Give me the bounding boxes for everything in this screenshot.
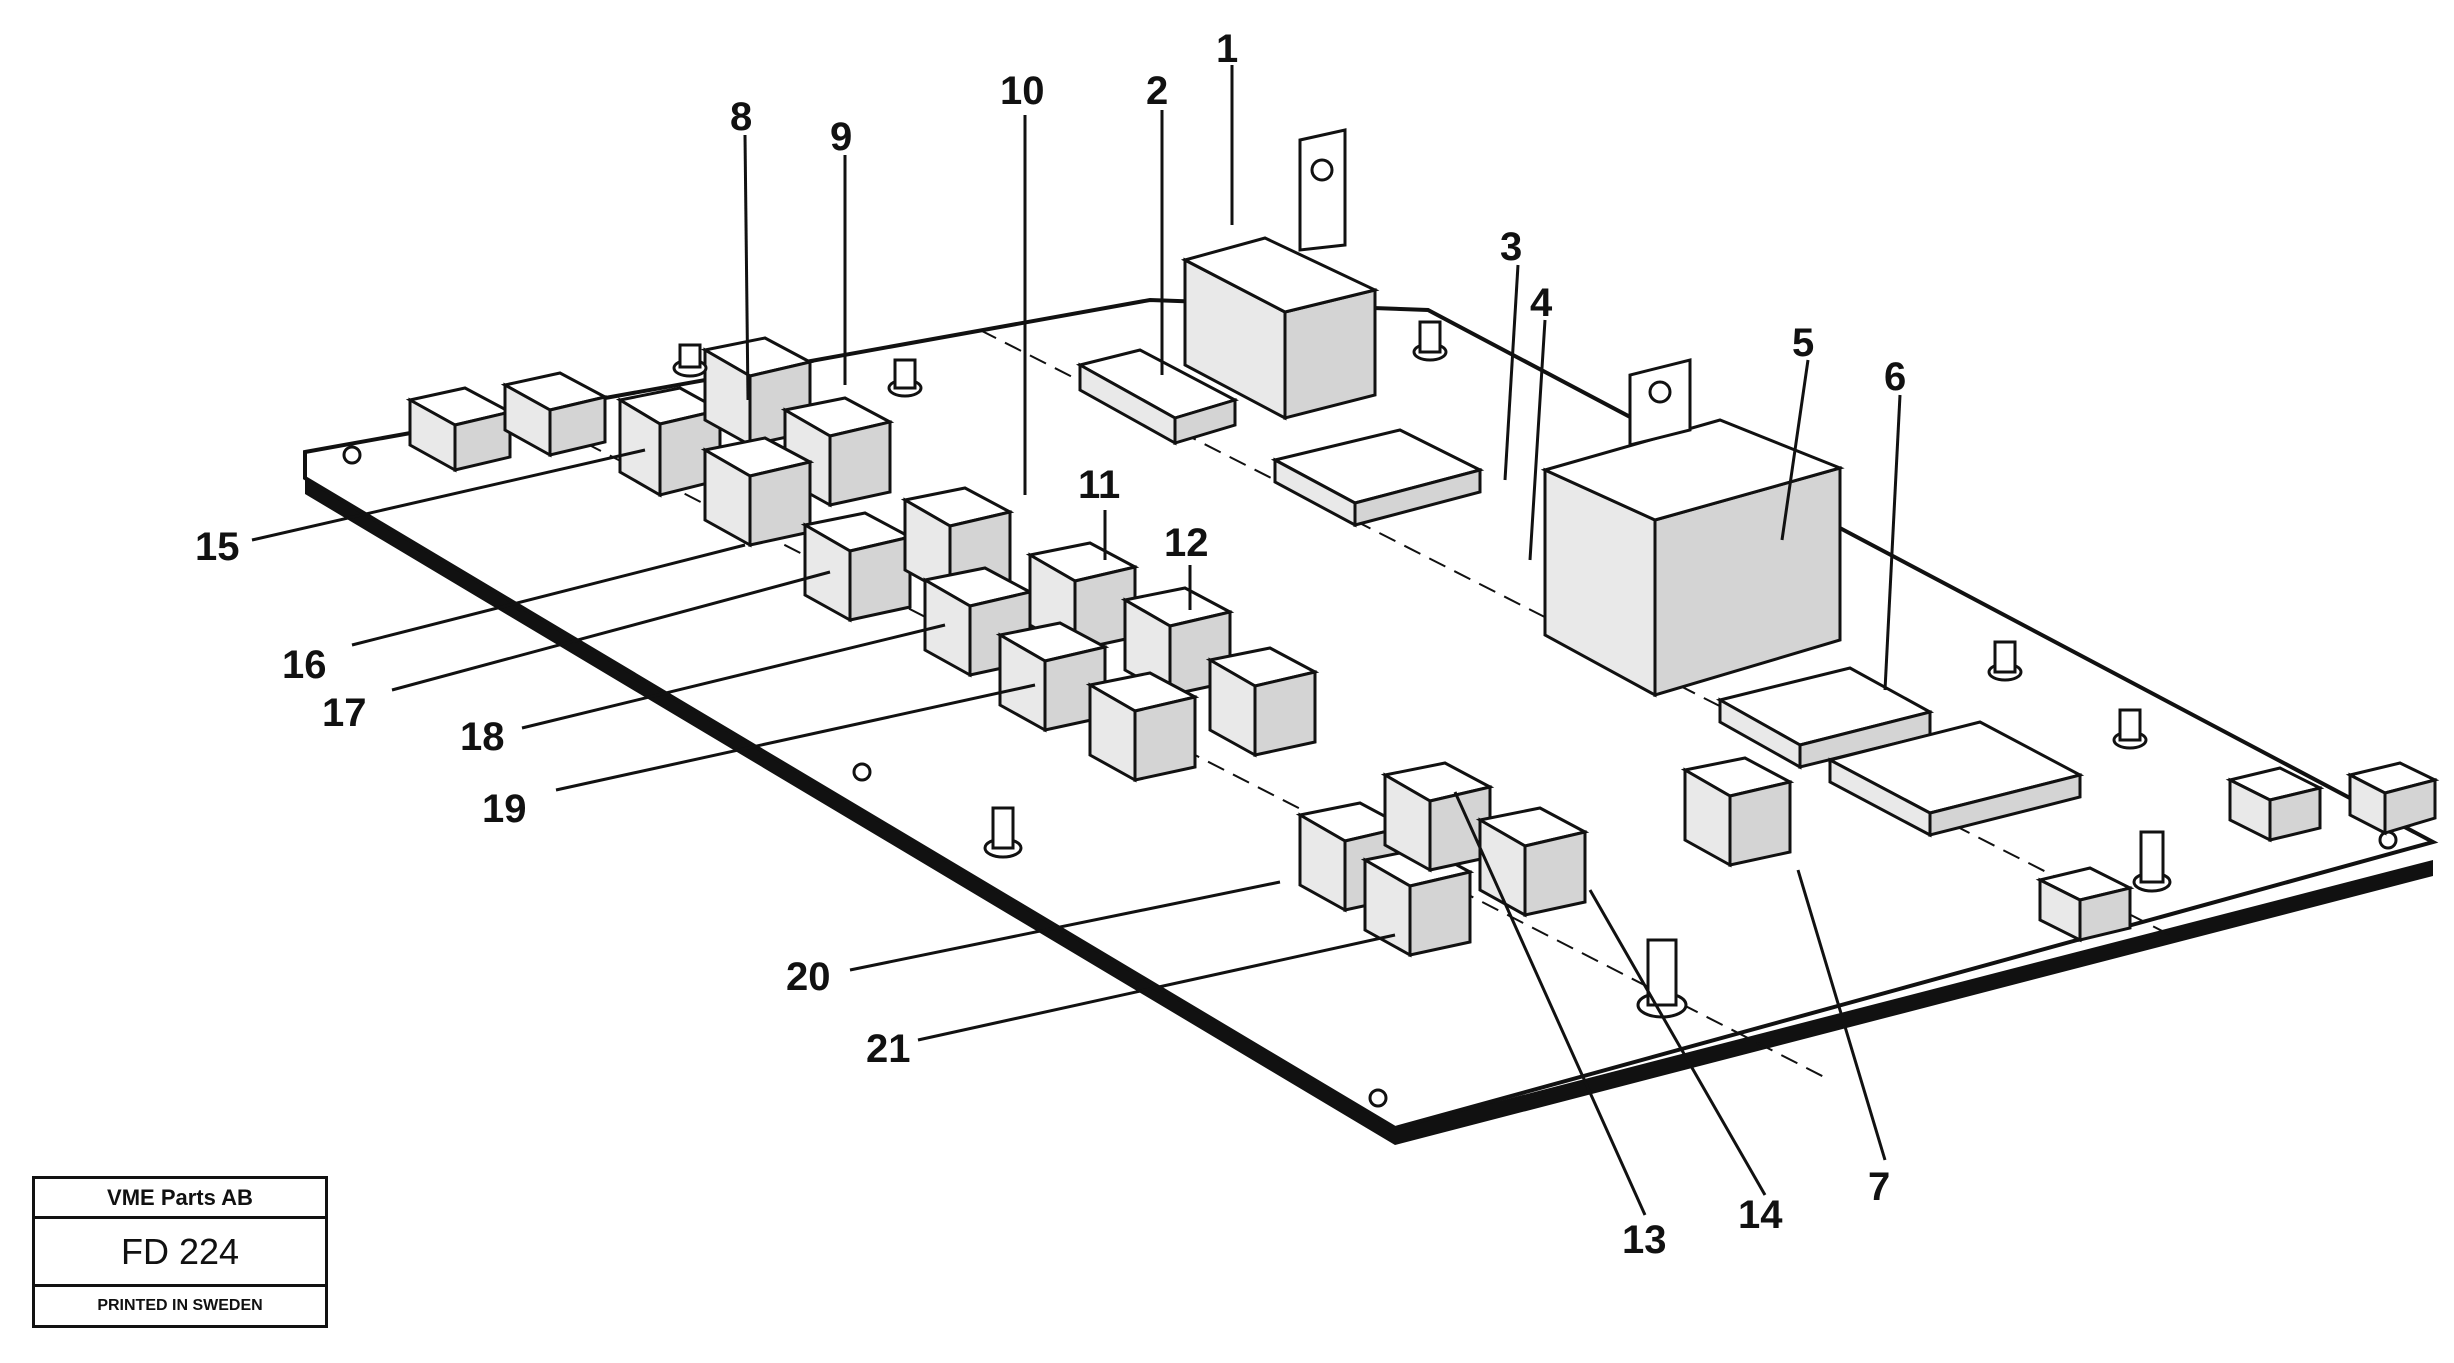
callout-14: 14 [1738, 1193, 1783, 1237]
relay-cube [1380, 761, 1495, 873]
bolt [2132, 830, 2172, 893]
callout-3: 3 [1500, 225, 1522, 269]
fuse-cube [2225, 766, 2325, 843]
mount-hole [1368, 1088, 1388, 1108]
relay-cube [405, 386, 515, 473]
mount-hole [852, 762, 872, 782]
callout-1: 1 [1216, 27, 1238, 71]
bolt [2112, 708, 2148, 750]
bolt [983, 806, 1023, 859]
main-relay-1 [1180, 128, 1380, 421]
callout-8: 8 [730, 95, 752, 139]
callout-16: 16 [282, 643, 327, 687]
callout-5: 5 [1792, 321, 1814, 365]
printed-note: PRINTED IN SWEDEN [97, 1297, 263, 1314]
relay-cube [800, 511, 915, 623]
bolt [1412, 320, 1448, 362]
relay-cube [1360, 846, 1475, 958]
title-block: VME Parts AB FD 224 PRINTED IN SWEDEN [32, 1176, 328, 1328]
leader-lines [251, 65, 1902, 1216]
callout-21: 21 [866, 1027, 911, 1071]
callout-18: 18 [460, 715, 505, 759]
fuse-strip-2 [1075, 348, 1239, 446]
bolt [1636, 938, 1688, 1019]
mount-hole [342, 445, 362, 465]
callout-7: 7 [1868, 1165, 1890, 1209]
bolt [1987, 640, 2023, 682]
main-relay-5 [1540, 358, 1845, 698]
connector-3 [1270, 428, 1485, 528]
relay-cube [700, 436, 815, 548]
callout-13: 13 [1622, 1218, 1667, 1262]
relay-cube [1680, 756, 1795, 868]
callout-2: 2 [1146, 69, 1168, 113]
relay-cube [1205, 646, 1320, 758]
board-components [405, 128, 2440, 1019]
callout-19: 19 [482, 787, 527, 831]
relay-cube [995, 621, 1110, 733]
callout-11: 11 [1078, 463, 1120, 507]
relay-cube [700, 336, 815, 448]
callout-labels: 1 2 3 4 5 6 7 8 9 10 11 12 13 14 15 16 1… [195, 27, 1906, 1262]
callout-10: 10 [1000, 69, 1045, 113]
fuse-cube [2035, 866, 2135, 943]
callout-15: 15 [195, 525, 240, 569]
relay-cube [1475, 806, 1590, 918]
relay-cube [1085, 671, 1200, 783]
fuse-cube [2345, 761, 2440, 836]
callout-9: 9 [830, 115, 852, 159]
callout-20: 20 [786, 955, 831, 999]
figure-code: FD 224 [35, 1219, 325, 1287]
callout-12: 12 [1164, 521, 1209, 565]
relay-cube [500, 371, 610, 458]
bolt [672, 343, 708, 378]
connector-right [1825, 720, 2085, 838]
callout-6: 6 [1884, 355, 1906, 399]
callout-4: 4 [1530, 281, 1553, 325]
company-name: VME Parts AB [35, 1179, 325, 1219]
connector-6 [1715, 666, 1935, 770]
callout-17: 17 [322, 691, 367, 735]
bolt [887, 358, 923, 398]
